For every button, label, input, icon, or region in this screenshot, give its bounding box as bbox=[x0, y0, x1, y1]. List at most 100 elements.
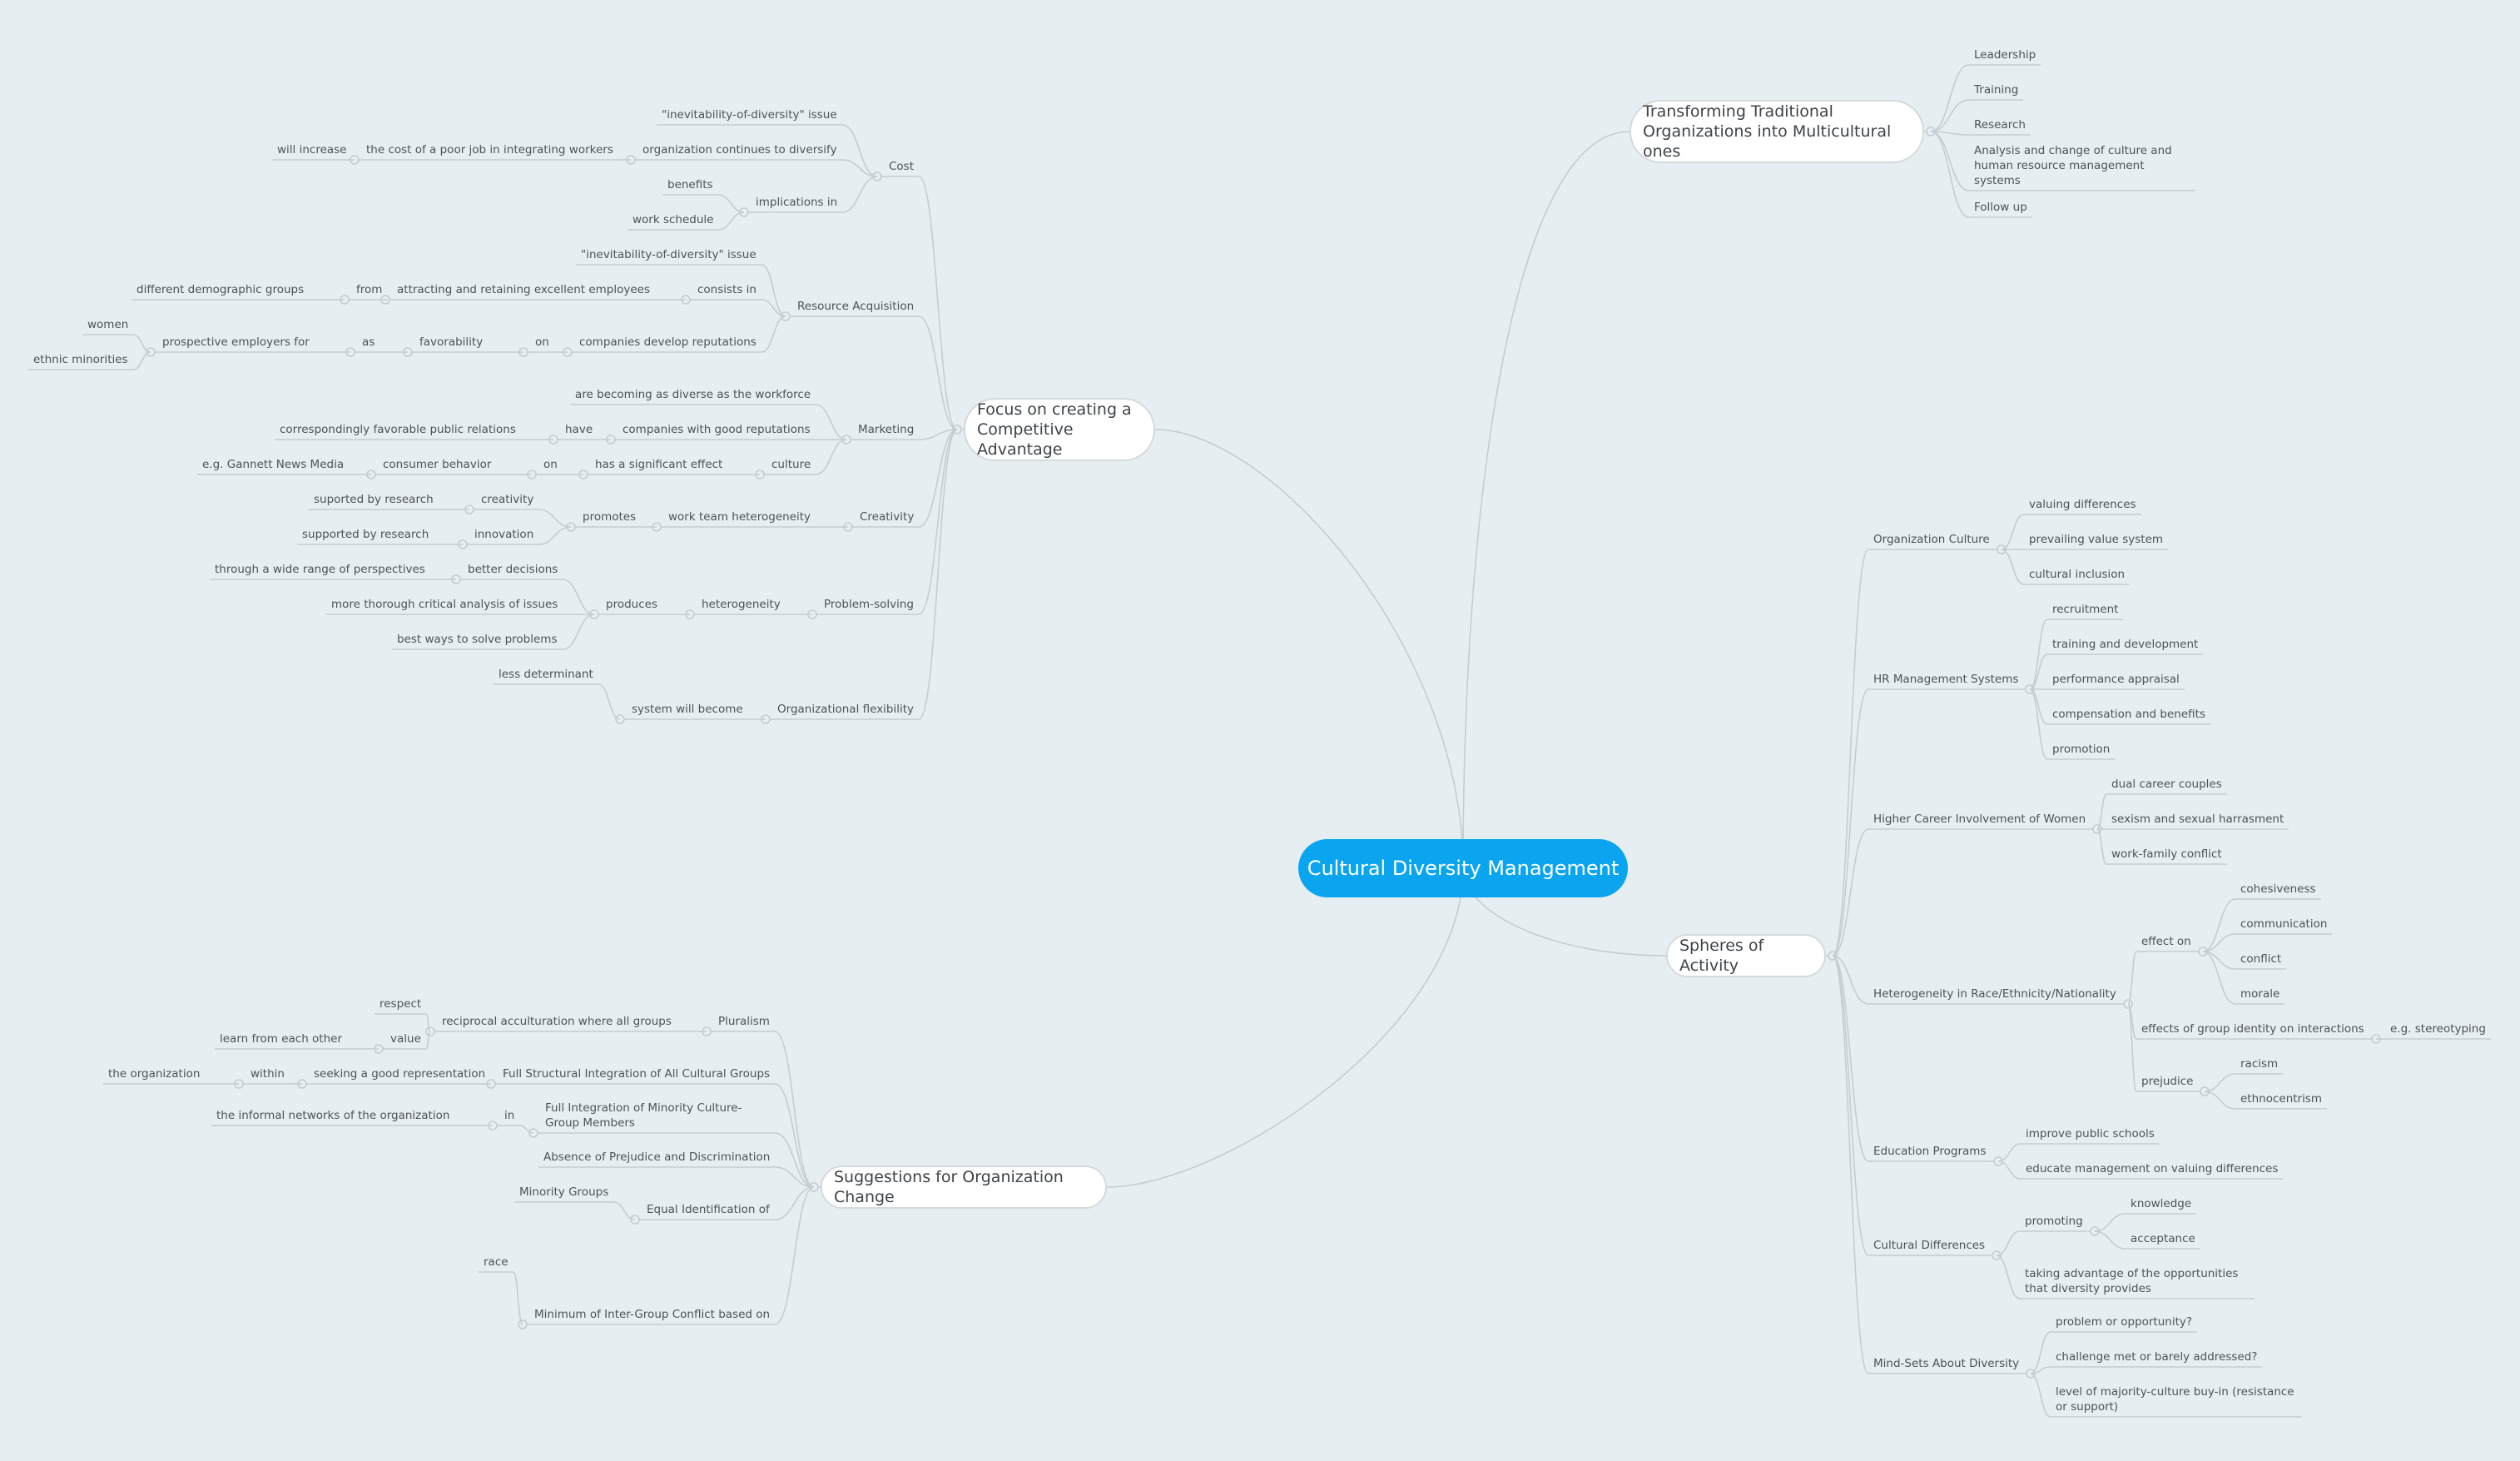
topic-conflict[interactable]: conflict bbox=[2240, 952, 2282, 966]
topic-more-thorough-critical-analysis-of-issues[interactable]: more thorough critical analysis of issue… bbox=[331, 598, 558, 611]
main-topic-transforming-traditional-organizations-into-mult[interactable]: Transforming Traditional Organizations i… bbox=[1630, 100, 1924, 163]
topic-prevailing-value-system[interactable]: prevailing value system bbox=[2029, 533, 2164, 546]
topic-within[interactable]: within bbox=[251, 1067, 285, 1081]
topic-benefits[interactable]: benefits bbox=[667, 178, 713, 191]
topic-full-integration-of-minority-culture-group-membe[interactable]: Full Integration of Minority Culture-Gro… bbox=[545, 1101, 742, 1130]
topic-valuing-differences[interactable]: valuing differences bbox=[2029, 498, 2136, 511]
topic-follow-up[interactable]: Follow up bbox=[1974, 201, 2027, 214]
topic-the-informal-networks-of-the-organization[interactable]: the informal networks of the organizatio… bbox=[216, 1109, 450, 1122]
topic-level-of-majority-culture-buy-in-resistance-or-s[interactable]: level of majority-culture buy-in (resist… bbox=[2056, 1385, 2294, 1414]
topic-training[interactable]: Training bbox=[1974, 83, 2019, 97]
topic-problem-solving[interactable]: Problem-solving bbox=[824, 598, 914, 611]
topic-sexism-and-sexual-harrasment[interactable]: sexism and sexual harrasment bbox=[2111, 812, 2284, 826]
topic-heterogeneity[interactable]: heterogeneity bbox=[702, 598, 781, 611]
topic-work-family-conflict[interactable]: work-family conflict bbox=[2111, 847, 2222, 861]
topic-work-team-heterogeneity[interactable]: work team heterogeneity bbox=[668, 510, 811, 524]
topic-education-programs[interactable]: Education Programs bbox=[1873, 1145, 1987, 1158]
topic-implications-in[interactable]: implications in bbox=[756, 196, 838, 209]
topic-different-demographic-groups[interactable]: different demographic groups bbox=[136, 283, 305, 296]
topic-taking-advantage-of-the-opportunities-that-diver[interactable]: taking advantage of the opportunities th… bbox=[2025, 1267, 2239, 1295]
root-topic[interactable]: Cultural Diversity Management bbox=[1298, 839, 1628, 897]
topic-heterogeneity-in-race-ethnicity-nationality[interactable]: Heterogeneity in Race/Ethnicity/National… bbox=[1873, 987, 2116, 1001]
topic-suported-by-research[interactable]: suported by research bbox=[314, 493, 434, 506]
topic-e-g-stereotyping[interactable]: e.g. stereotyping bbox=[2390, 1022, 2486, 1036]
topic-has-a-significant-effect[interactable]: has a significant effect bbox=[595, 458, 723, 471]
topic-effect-on[interactable]: effect on bbox=[2141, 935, 2191, 948]
topic-will-increase[interactable]: will increase bbox=[277, 143, 347, 157]
topic-marketing[interactable]: Marketing bbox=[858, 423, 915, 436]
topic-the-organization[interactable]: the organization bbox=[108, 1067, 201, 1081]
topic-communication[interactable]: communication bbox=[2240, 917, 2328, 931]
topic-companies-with-good-reputations[interactable]: companies with good reputations bbox=[623, 423, 811, 436]
topic-problem-or-opportunity[interactable]: problem or opportunity? bbox=[2056, 1315, 2193, 1329]
topic-training-and-development[interactable]: training and development bbox=[2052, 638, 2199, 651]
topic-organization-continues-to-diversify[interactable]: organization continues to diversify bbox=[642, 143, 837, 157]
topic-creativity[interactable]: creativity bbox=[481, 493, 534, 506]
topic-supported-by-research[interactable]: supported by research bbox=[302, 528, 429, 541]
topic-promotes[interactable]: promotes bbox=[583, 510, 637, 524]
topic-ethnic-minorities[interactable]: ethnic minorities bbox=[33, 353, 128, 366]
topic-resource-acquisition[interactable]: Resource Acquisition bbox=[797, 300, 915, 313]
topic-analysis-and-change-of-culture-and-human-resourc[interactable]: Analysis and change of culture and human… bbox=[1974, 144, 2172, 187]
topic-improve-public-schools[interactable]: improve public schools bbox=[2026, 1127, 2155, 1140]
topic-attracting-and-retaining-excellent-employees[interactable]: attracting and retaining excellent emplo… bbox=[397, 283, 651, 296]
topic-culture[interactable]: culture bbox=[771, 458, 811, 471]
topic-organization-culture[interactable]: Organization Culture bbox=[1873, 533, 1990, 546]
topic-absence-of-prejudice-and-discrimination[interactable]: Absence of Prejudice and Discrimination bbox=[543, 1150, 771, 1164]
topic-best-ways-to-solve-problems[interactable]: best ways to solve problems bbox=[397, 633, 558, 646]
topic-consumer-behavior[interactable]: consumer behavior bbox=[383, 458, 492, 471]
topic-cost[interactable]: Cost bbox=[889, 160, 915, 173]
topic-effects-of-group-identity-on-interactions[interactable]: effects of group identity on interaction… bbox=[2141, 1022, 2364, 1036]
topic-cultural-inclusion[interactable]: cultural inclusion bbox=[2029, 568, 2126, 581]
topic-compensation-and-benefits[interactable]: compensation and benefits bbox=[2052, 708, 2205, 721]
main-topic-focus-on-creating-a-competitive-advantage[interactable]: Focus on creating a Competitive Advantag… bbox=[964, 398, 1155, 461]
topic-as[interactable]: as bbox=[362, 335, 375, 349]
topic-are-becoming-as-diverse-as-the-workforce[interactable]: are becoming as diverse as the workforce bbox=[575, 388, 811, 401]
topic-produces[interactable]: produces bbox=[606, 598, 657, 611]
topic-reciprocal-acculturation-where-all-groups[interactable]: reciprocal acculturation where all group… bbox=[442, 1015, 672, 1028]
topic-knowledge[interactable]: knowledge bbox=[2131, 1197, 2192, 1210]
topic-pluralism[interactable]: Pluralism bbox=[718, 1015, 770, 1028]
topic-acceptance[interactable]: acceptance bbox=[2131, 1232, 2195, 1245]
topic-research[interactable]: Research bbox=[1974, 118, 2026, 132]
topic-mind-sets-about-diversity[interactable]: Mind-Sets About Diversity bbox=[1873, 1357, 2020, 1370]
topic-higher-career-involvement-of-women[interactable]: Higher Career Involvement of Women bbox=[1873, 812, 2086, 826]
topic-learn-from-each-other[interactable]: learn from each other bbox=[220, 1032, 343, 1046]
topic-correspondingly-favorable-public-relations[interactable]: correspondingly favorable public relatio… bbox=[280, 423, 516, 436]
topic-companies-develop-reputations[interactable]: companies develop reputations bbox=[579, 335, 756, 349]
topic-have[interactable]: have bbox=[565, 423, 593, 436]
topic-challenge-met-or-barely-addressed[interactable]: challenge met or barely addressed? bbox=[2056, 1350, 2258, 1364]
topic-minimum-of-inter-group-conflict-based-on[interactable]: Minimum of Inter-Group Conflict based on bbox=[534, 1308, 771, 1321]
topic-seeking-a-good-representation[interactable]: seeking a good representation bbox=[314, 1067, 486, 1081]
topic-in[interactable]: in bbox=[504, 1109, 515, 1122]
topic-full-structural-integration-of-all-cultural-grou[interactable]: Full Structural Integration of All Cultu… bbox=[503, 1067, 771, 1081]
topic-better-decisions[interactable]: better decisions bbox=[468, 563, 558, 576]
topic-equal-identification-of[interactable]: Equal Identification of bbox=[647, 1203, 770, 1216]
topic-prejudice[interactable]: prejudice bbox=[2141, 1075, 2194, 1088]
topic-cultural-differences[interactable]: Cultural Differences bbox=[1873, 1239, 1986, 1252]
topic-cohesiveness[interactable]: cohesiveness bbox=[2240, 882, 2316, 896]
topic-innovation[interactable]: innovation bbox=[474, 528, 534, 541]
topic-women[interactable]: women bbox=[87, 318, 129, 331]
topic-prospective-employers-for[interactable]: prospective employers for bbox=[162, 335, 310, 349]
topic-promotion[interactable]: promotion bbox=[2052, 743, 2111, 756]
topic-creativity[interactable]: Creativity bbox=[860, 510, 915, 524]
topic-hr-management-systems[interactable]: HR Management Systems bbox=[1873, 673, 2019, 686]
topic-performance-appraisal[interactable]: performance appraisal bbox=[2052, 673, 2180, 686]
topic-promoting[interactable]: promoting bbox=[2025, 1215, 2083, 1228]
topic-educate-management-on-valuing-differences[interactable]: educate management on valuing difference… bbox=[2026, 1162, 2279, 1175]
topic-minority-groups[interactable]: Minority Groups bbox=[519, 1185, 609, 1199]
topic-less-determinant[interactable]: less determinant bbox=[499, 668, 593, 681]
topic-from[interactable]: from bbox=[356, 283, 383, 296]
topic-inevitability-of-diversity-issue[interactable]: "inevitability-of-diversity" issue bbox=[581, 248, 756, 261]
main-topic-spheres-of-activity[interactable]: Spheres of Activity bbox=[1666, 934, 1826, 977]
topic-work-schedule[interactable]: work schedule bbox=[632, 213, 714, 226]
topic-inevitability-of-diversity-issue[interactable]: "inevitability-of-diversity" issue bbox=[662, 108, 837, 122]
topic-e-g-gannett-news-media[interactable]: e.g. Gannett News Media bbox=[202, 458, 345, 471]
topic-leadership[interactable]: Leadership bbox=[1974, 48, 2036, 62]
topic-organizational-flexibility[interactable]: Organizational flexibility bbox=[777, 703, 915, 716]
topic-the-cost-of-a-poor-job-in-integrating-workers[interactable]: the cost of a poor job in integrating wo… bbox=[366, 143, 613, 157]
topic-consists-in[interactable]: consists in bbox=[697, 283, 756, 296]
topic-favorability[interactable]: favorability bbox=[419, 335, 484, 349]
topic-dual-career-couples[interactable]: dual career couples bbox=[2111, 778, 2222, 791]
